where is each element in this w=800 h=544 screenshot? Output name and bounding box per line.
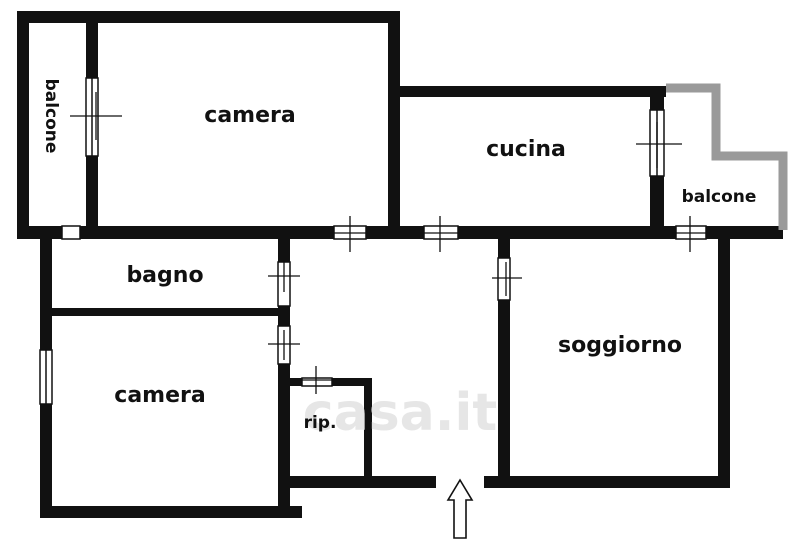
door-markers (70, 92, 710, 394)
balcony-railing (666, 83, 788, 230)
entrance-arrow-icon (446, 478, 474, 539)
room-label-balcone-right: balcone (682, 187, 757, 207)
room-label-camera-top: camera (204, 103, 295, 128)
room-label-bagno: bagno (126, 263, 203, 288)
room-label-cucina: cucina (486, 137, 566, 162)
room-label-balcone-left: balcone (41, 79, 61, 154)
watermark: casa.it (303, 383, 497, 443)
room-label-ripostiglio: rip. (304, 413, 337, 433)
room-label-soggiorno: soggiorno (558, 333, 682, 358)
room-label-camera-bottom: camera (114, 383, 205, 408)
